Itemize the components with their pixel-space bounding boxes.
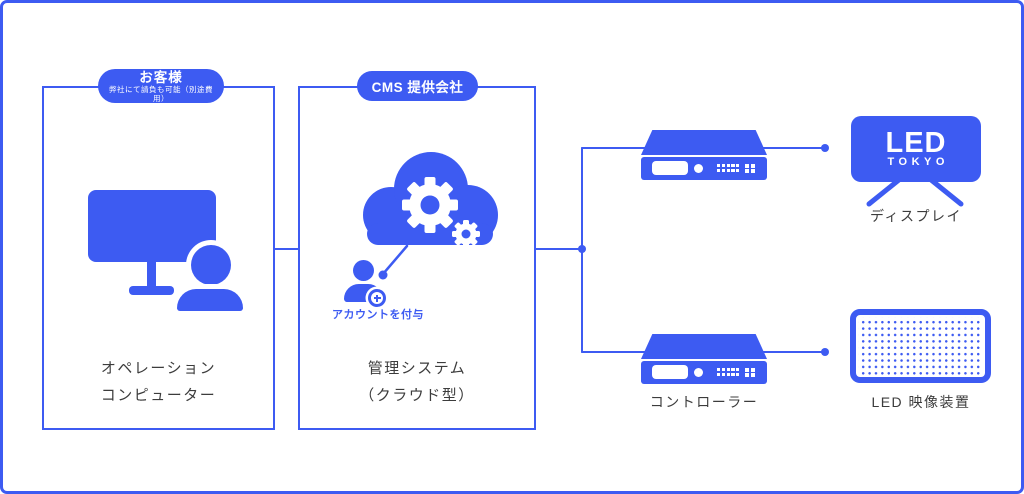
cloud-icon xyxy=(363,152,498,248)
customer-badge-title: お客様 xyxy=(139,69,183,85)
cms-caption-line1: 管理システム xyxy=(367,360,467,377)
operator-person-icon xyxy=(191,245,231,285)
gear-large-icon xyxy=(402,177,458,233)
controller-knob-icon xyxy=(694,163,703,173)
controller-buttons-icon xyxy=(717,163,740,173)
controller-bottom-panel xyxy=(641,360,767,384)
controller-top-icon xyxy=(641,130,767,180)
controller-screen-icon xyxy=(652,161,688,175)
cms-badge-title: CMS 提供会社 xyxy=(371,80,464,95)
led-panel-icon xyxy=(850,309,991,383)
controller-ports-icon xyxy=(745,163,755,174)
customer-badge-subtitle: 弊社にて請負も可能（別途費用） xyxy=(109,84,213,103)
controller-top-panel xyxy=(641,156,767,180)
customer-caption-line1: オペレーション xyxy=(100,360,217,377)
controller-caption: コントローラー xyxy=(649,394,759,410)
monitor-base-icon xyxy=(129,286,174,295)
led-display-logo-top: LED xyxy=(885,126,947,159)
user-add-icon xyxy=(353,260,374,281)
top-branch-dot xyxy=(821,144,829,152)
cloud-line-dot xyxy=(378,270,388,280)
controller-knob-icon xyxy=(694,367,703,377)
cms-badge: CMS 提供会社 xyxy=(357,71,478,101)
tv-leg-right xyxy=(927,176,964,207)
account-grant-label: アカウントを付与 xyxy=(332,309,424,321)
led-display-icon: LED TOKYO xyxy=(851,116,981,182)
controller-buttons-icon xyxy=(717,367,740,377)
controller-top-chassis xyxy=(641,130,767,155)
cms-caption: 管理システム （クラウド型） xyxy=(298,355,536,409)
customer-caption: オペレーション コンピューター xyxy=(42,355,275,409)
led-display-logo-bottom: TOKYO xyxy=(887,155,949,168)
display-caption: ディスプレイ xyxy=(869,208,963,224)
controller-ports-icon xyxy=(745,367,755,378)
customer-badge: お客様 弊社にて請負も可能（別途費用） xyxy=(98,69,224,103)
connector-cloud-user xyxy=(381,244,409,276)
controller-screen-icon xyxy=(652,365,688,379)
junction-dot xyxy=(578,245,586,253)
controller-bottom-chassis xyxy=(641,334,767,359)
monitor-stand-icon xyxy=(147,261,156,288)
operator-person-body-icon xyxy=(177,289,243,311)
tv-leg-left xyxy=(866,176,903,207)
led-panel-dots xyxy=(858,317,983,375)
plus-badge-icon xyxy=(368,289,386,307)
bottom-branch-dot xyxy=(821,348,829,356)
led-panel-caption: LED 映像装置 xyxy=(871,394,971,410)
customer-caption-line2: コンピューター xyxy=(100,387,217,404)
controller-bottom-icon xyxy=(641,334,767,384)
monitor-icon xyxy=(88,190,216,262)
gear-small-icon xyxy=(452,220,480,248)
cms-caption-line2: （クラウド型） xyxy=(359,387,475,404)
